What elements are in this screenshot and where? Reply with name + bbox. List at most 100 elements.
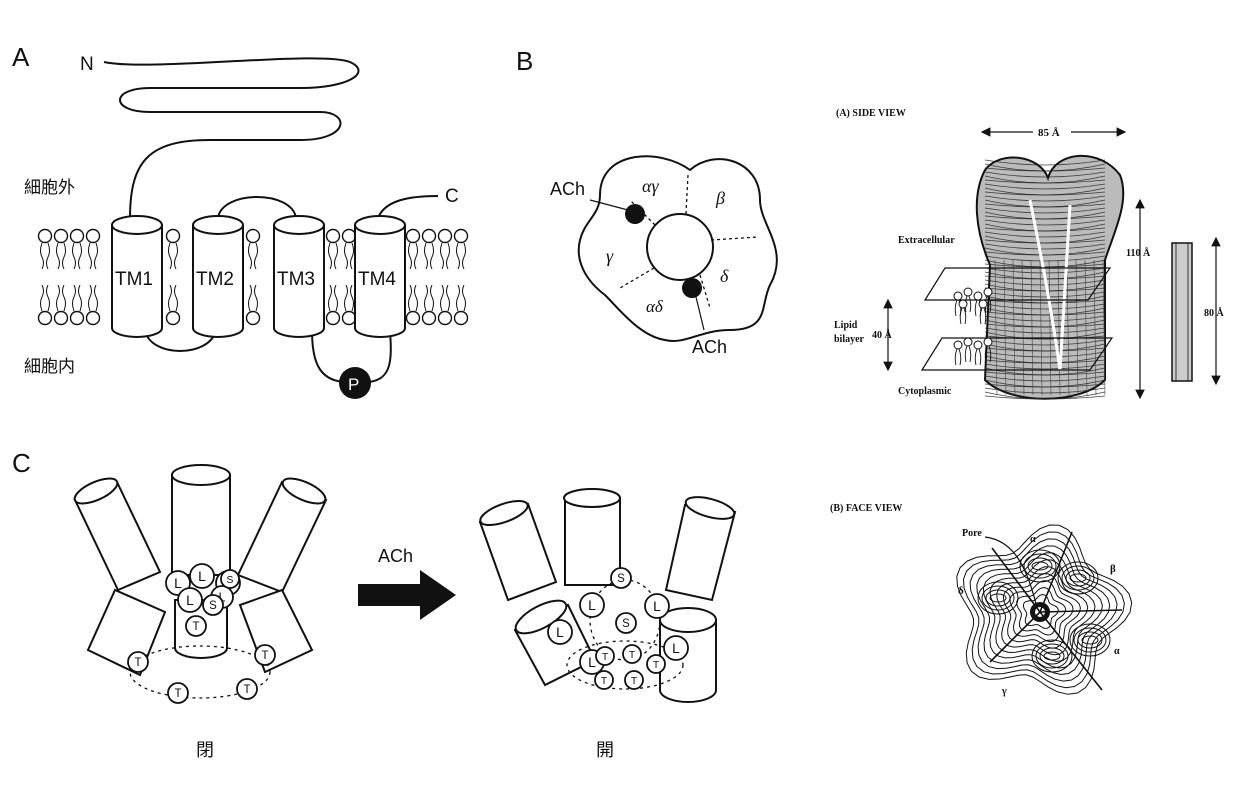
lipid-bilayer <box>37 228 469 326</box>
pentamer-outline <box>577 155 778 342</box>
tm4-helix: TM4 <box>354 215 406 338</box>
lipid-head <box>37 310 53 326</box>
lipid-tail <box>72 242 82 270</box>
membrane-plane-bottom <box>920 337 1114 371</box>
tm2-label: TM2 <box>196 269 234 290</box>
lipid-tail <box>88 284 98 312</box>
svg-text:T: T <box>629 650 636 661</box>
side-lipid-cluster <box>953 287 993 366</box>
tm1-tm2-loop <box>144 329 217 352</box>
tm3-helix: TM3 <box>273 215 325 338</box>
svg-text:T: T <box>631 676 638 687</box>
ach-transition-arrow: ACh <box>358 546 456 620</box>
panel-c-letter: C <box>12 448 31 478</box>
lipid-head <box>341 310 357 326</box>
svg-text:S: S <box>622 618 630 630</box>
tm2-helix: TM2 <box>192 215 244 338</box>
lipid-head <box>421 310 437 326</box>
panel-b-letter: B <box>516 46 533 76</box>
n-terminus-label: N <box>80 54 94 75</box>
membrane-plane-top <box>923 267 1112 301</box>
svg-text:T: T <box>261 650 268 662</box>
residue-s: S <box>615 612 637 634</box>
svg-text:L: L <box>672 641 680 656</box>
svg-text:L: L <box>588 655 596 670</box>
residue-l: L <box>189 563 215 589</box>
lipid-tail <box>344 242 354 270</box>
lipid-tail <box>328 284 338 312</box>
svg-text:T: T <box>601 676 608 687</box>
lipid-label-2: bilayer <box>834 334 865 345</box>
lipid-head <box>958 299 968 309</box>
closed-ring-t <box>129 645 271 699</box>
lipid-head <box>165 310 181 326</box>
lipid-head <box>973 291 983 301</box>
lipid-head <box>421 228 437 244</box>
lipid-head <box>953 291 963 301</box>
lipid-head <box>325 310 341 326</box>
closed-residue-cluster: LLLLLSSTTTTT <box>127 563 276 704</box>
phosphorylation-site <box>339 367 371 399</box>
c-terminal-tail <box>377 195 439 219</box>
lipid-head <box>453 310 469 326</box>
lipid-tail <box>248 242 258 270</box>
lipid-tail <box>40 242 50 270</box>
ach-binding-site-top <box>625 204 645 224</box>
lipid-tail <box>408 284 418 312</box>
subunit-beta: β <box>715 188 725 208</box>
tm3-label: TM3 <box>277 269 315 290</box>
lipid-tail <box>959 307 967 325</box>
svg-text:T: T <box>602 652 609 663</box>
residue-t: T <box>236 678 258 700</box>
residue-t: T <box>624 670 644 690</box>
closed-channel: LLLLLSSTTTTT 閉 <box>73 464 328 760</box>
face-gamma: γ <box>1001 686 1007 697</box>
tm1-label: TM1 <box>115 269 153 290</box>
residue-s: S <box>220 569 240 589</box>
residue-l: L <box>663 635 689 661</box>
ach-top-label: ACh <box>550 179 585 199</box>
c-terminus-label: C <box>445 186 459 207</box>
lipid-head <box>325 228 341 244</box>
panel-c: C LLLLLSSTTTTT 閉 ACh <box>12 448 737 760</box>
face-beta: β <box>1110 563 1116 575</box>
lipid-label-1: Lipid <box>834 320 858 331</box>
svg-text:T: T <box>243 684 250 696</box>
panel-b: B ACh ACh αγ β γ δ αδ <box>516 46 778 357</box>
lipid-tail <box>424 284 434 312</box>
lipid-tail <box>440 242 450 270</box>
side-view-title: (A) SIDE VIEW <box>836 108 906 119</box>
side-view-panel: (A) SIDE VIEW 85 Å Extracellular Lipid b… <box>834 108 1225 400</box>
residue-t: T <box>167 682 189 704</box>
tm3-tm4-loop <box>311 329 392 383</box>
lipid-tail <box>456 284 466 312</box>
lipid-head <box>53 310 69 326</box>
face-view-panel: (B) FACE VIEW Pore α β δ α γ <box>830 503 1133 697</box>
lipid-head <box>245 310 261 326</box>
lipid-tail <box>56 284 66 312</box>
phospho-label: P <box>348 375 359 394</box>
open-ring-t <box>566 640 684 690</box>
lipid-tail <box>168 284 178 312</box>
lipid-head <box>405 228 421 244</box>
ach-bottom-label: ACh <box>692 337 727 357</box>
lipid-head <box>983 287 993 297</box>
lipid-tail <box>56 242 66 270</box>
svg-text:T: T <box>653 660 660 671</box>
face-alpha-right: α <box>1114 646 1120 657</box>
residue-t: T <box>646 654 666 674</box>
svg-text:L: L <box>186 593 194 608</box>
closed-helices-outer <box>73 464 328 594</box>
lipid-tail <box>964 345 972 363</box>
lipid-head <box>245 228 261 244</box>
subunit-alpha-gamma: αγ <box>642 176 659 196</box>
residue-t: T <box>594 670 614 690</box>
subunit-dividers <box>619 174 759 309</box>
lipid-head <box>341 228 357 244</box>
extracellular-label: 細胞外 <box>24 178 75 197</box>
lipid-tail <box>456 242 466 270</box>
residue-l: L <box>177 587 203 613</box>
lipid-tail <box>328 242 338 270</box>
svg-text:T: T <box>174 688 181 700</box>
n-terminal-loop <box>103 57 360 219</box>
